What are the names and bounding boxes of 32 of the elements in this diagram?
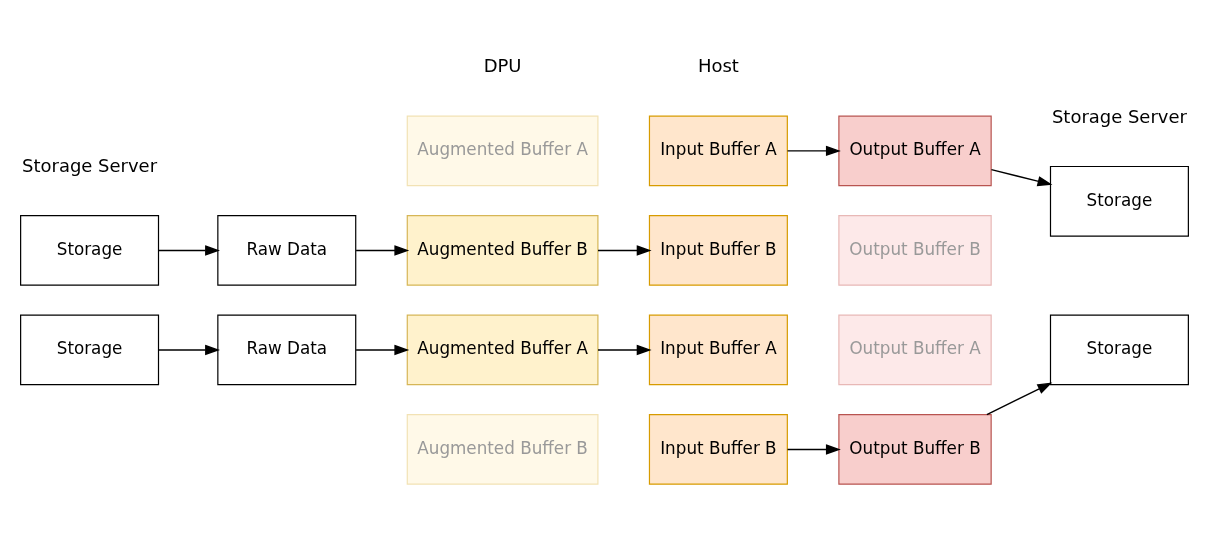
node-box: Storage	[20, 215, 160, 286]
label: Host	[697, 55, 739, 77]
arrow	[597, 344, 652, 356]
arrow	[990, 168, 1053, 187]
label: Storage Server	[1051, 105, 1187, 127]
arrow	[986, 382, 1053, 416]
node-box: Raw Data	[217, 314, 357, 386]
arrow	[597, 245, 652, 256]
node-box: Augmented Buffer B	[406, 414, 599, 485]
node-box: Raw Data	[217, 215, 357, 286]
label: DPU	[483, 55, 522, 77]
node-box: Input Buffer A	[648, 314, 788, 386]
node-box: Input Buffer B	[648, 215, 788, 286]
node-box: Output Buffer B	[838, 414, 992, 485]
node-box: Storage	[20, 314, 160, 386]
arrow	[158, 344, 220, 356]
arrow	[786, 145, 841, 157]
node-box: Input Buffer B	[648, 414, 788, 485]
node-box: Output Buffer A	[838, 314, 992, 386]
node-box: Augmented Buffer A	[406, 314, 599, 386]
node-box: Augmented Buffer B	[406, 215, 599, 286]
arrow	[355, 344, 410, 356]
arrow	[355, 245, 410, 256]
arrow	[786, 444, 841, 455]
node-box: Storage	[1049, 165, 1189, 237]
node-box: Output Buffer A	[838, 115, 992, 187]
node-box: Augmented Buffer A	[406, 115, 599, 187]
node-box: Output Buffer B	[838, 215, 992, 286]
arrow	[158, 245, 220, 256]
node-box: Storage	[1049, 314, 1189, 386]
label: Storage Server	[22, 154, 158, 176]
node-box: Input Buffer A	[648, 115, 788, 187]
